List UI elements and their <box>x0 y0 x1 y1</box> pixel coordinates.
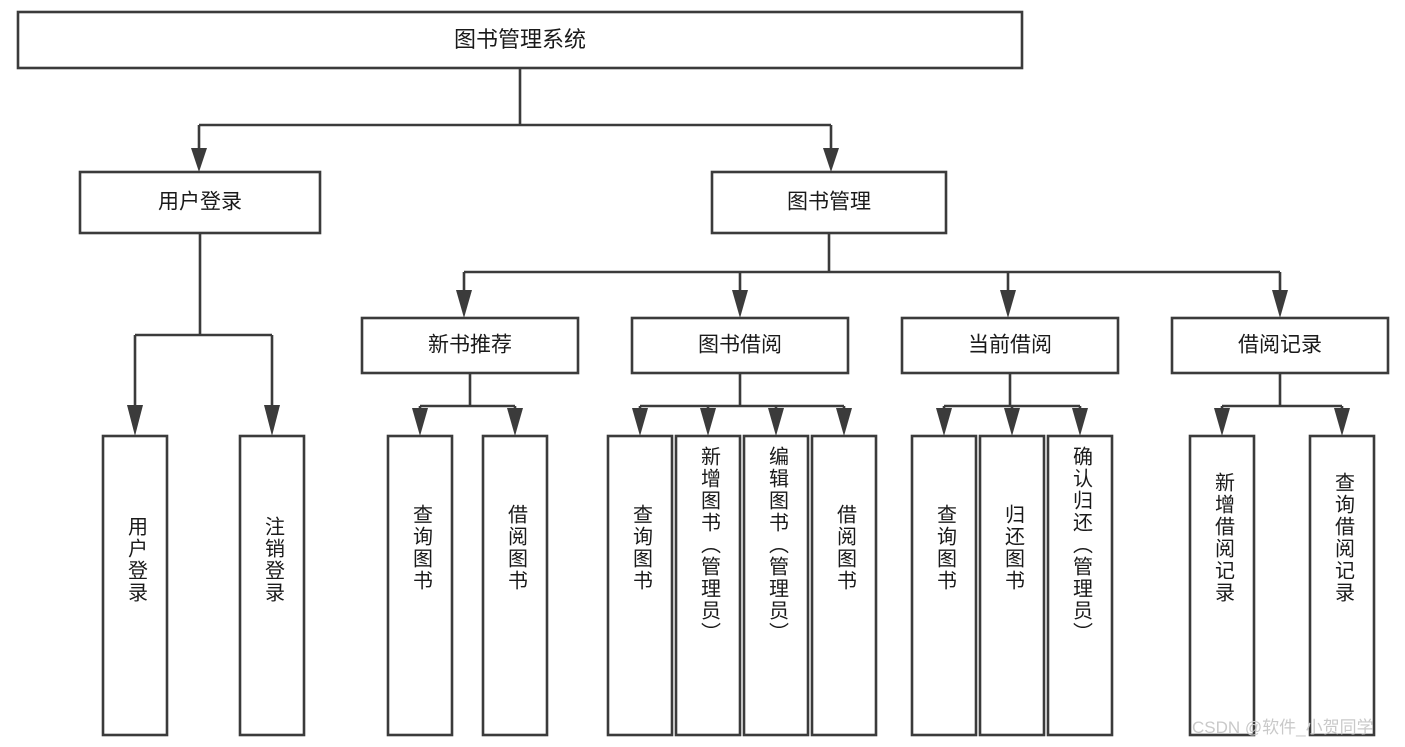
node-current-borrow-box <box>900 316 1120 375</box>
leaf-box-current-borrow-3[interactable] <box>1046 434 1114 737</box>
leaf-box-book-borrow-3[interactable] <box>742 434 810 737</box>
node-new-book-rec-box <box>360 316 580 375</box>
arrowhead-borrow-record <box>1272 290 1288 318</box>
connector-root-to-level2 <box>191 68 839 172</box>
connector-book-manage-to-level3 <box>456 233 1288 318</box>
arrowhead-bb-3 <box>768 408 784 436</box>
node-borrow-record-label: 借阅记录 <box>1238 334 1322 357</box>
leaf-box-borrow-record-2[interactable] <box>1308 434 1376 737</box>
leaf-box-new-book-rec-1[interactable] <box>386 434 454 737</box>
node-current-borrow-label: 当前借阅 <box>968 334 1052 357</box>
connector-current-borrow-to-leaves <box>936 373 1088 436</box>
node-book-manage[interactable]: 图书管理 <box>710 170 948 235</box>
node-book-borrow-label: 图书借阅 <box>698 334 782 357</box>
leaf-box-book-borrow-4[interactable] <box>810 434 878 737</box>
arrowhead-book-manage <box>823 148 839 172</box>
watermark-label: CSDN @软件_小贺同学 <box>1192 718 1374 737</box>
leaf-box-current-borrow-1[interactable] <box>910 434 978 737</box>
arrowhead-bb-4 <box>836 408 852 436</box>
arrowhead-bb-2 <box>700 408 716 436</box>
arrowhead-nbr-1 <box>412 408 428 436</box>
leaf-box-book-borrow-2[interactable] <box>674 434 742 737</box>
arrowhead-current-borrow <box>1000 290 1016 318</box>
node-root-label: 图书管理系统 <box>454 27 586 52</box>
leaf-box-user-login-2[interactable] <box>238 434 306 737</box>
leaf-box-borrow-record-1[interactable] <box>1188 434 1256 737</box>
arrowhead-book-borrow <box>732 290 748 318</box>
node-user-login[interactable]: 用户登录 <box>78 170 322 235</box>
node-borrow-record[interactable]: 借阅记录 <box>1170 316 1390 375</box>
arrowhead-user-login-2 <box>264 405 280 436</box>
node-current-borrow[interactable]: 当前借阅 <box>900 316 1120 375</box>
leaf-box-new-book-rec-2[interactable] <box>481 434 549 737</box>
connector-book-borrow-to-leaves <box>632 373 852 436</box>
connector-user-login-to-leaves <box>127 233 280 436</box>
node-user-login-label: 用户登录 <box>158 191 242 214</box>
connector-new-book-rec-to-leaves <box>412 373 523 436</box>
leaf-box-book-borrow-1[interactable] <box>606 434 674 737</box>
arrowhead-new-book-rec <box>456 290 472 318</box>
node-root-box <box>16 10 1024 70</box>
leaf-box-current-borrow-2[interactable] <box>978 434 1046 737</box>
node-book-manage-box <box>710 170 948 235</box>
node-book-manage-label: 图书管理 <box>787 191 871 214</box>
arrowhead-nbr-2 <box>507 408 523 436</box>
node-root[interactable]: 图书管理系统 <box>16 10 1024 70</box>
node-new-book-rec-label: 新书推荐 <box>428 334 512 357</box>
node-book-borrow-box <box>630 316 850 375</box>
connector-borrow-record-to-leaves <box>1214 373 1350 436</box>
arrowhead-br-1 <box>1214 408 1230 436</box>
arrowhead-cb-1 <box>936 408 952 436</box>
arrowhead-user-login-1 <box>127 405 143 436</box>
leaf-box-user-login-1[interactable] <box>101 434 169 737</box>
arrowhead-cb-3 <box>1072 408 1088 436</box>
arrowhead-cb-2 <box>1004 408 1020 436</box>
arrowhead-user-login <box>191 148 207 172</box>
arrowhead-bb-1 <box>632 408 648 436</box>
node-book-borrow[interactable]: 图书借阅 <box>630 316 850 375</box>
node-new-book-rec[interactable]: 新书推荐 <box>360 316 580 375</box>
arrowhead-br-2 <box>1334 408 1350 436</box>
node-borrow-record-box <box>1170 316 1390 375</box>
